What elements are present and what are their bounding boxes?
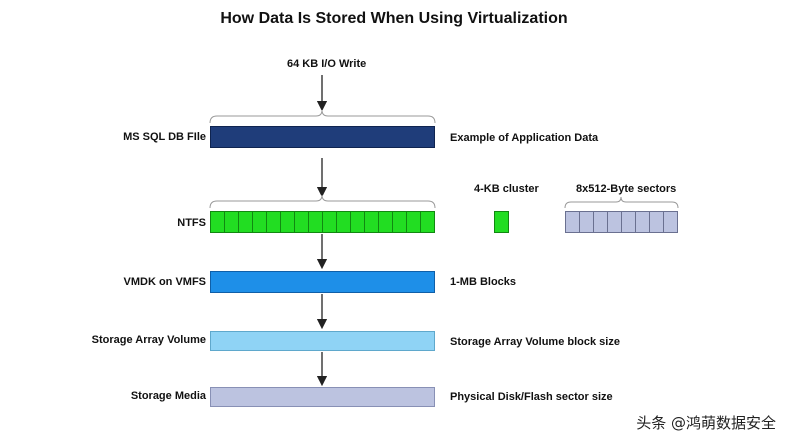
- segment: [566, 212, 579, 232]
- segment: [406, 212, 420, 232]
- brace-ms-sql: [209, 109, 436, 124]
- segment: [238, 212, 252, 232]
- ms-sql-db-file-bar: [210, 126, 435, 148]
- segment: [635, 212, 649, 232]
- storage-array-volume-bar: [210, 331, 435, 351]
- layer-desc-storage-array: Storage Array Volume block size: [450, 336, 620, 348]
- segment: [607, 212, 621, 232]
- segment: [364, 212, 378, 232]
- segment: [663, 212, 677, 232]
- segment: [280, 212, 294, 232]
- segment: [649, 212, 663, 232]
- diagram-title: How Data Is Stored When Using Virtualiza…: [220, 10, 568, 27]
- segment: [322, 212, 336, 232]
- ntfs-bar: [210, 211, 435, 233]
- layer-label-storage-media: Storage Media: [130, 390, 206, 402]
- segment: [211, 212, 224, 232]
- layer-label-vmdk: VMDK on VMFS: [123, 276, 207, 288]
- layer-desc-storage-media: Physical Disk/Flash sector size: [450, 391, 613, 403]
- segment: [350, 212, 364, 232]
- segment: [294, 212, 308, 232]
- cluster-legend-box: [494, 211, 509, 233]
- brace-ntfs: [209, 194, 436, 209]
- segment: [621, 212, 635, 232]
- segment: [336, 212, 350, 232]
- storage-media-bar: [210, 387, 435, 407]
- segment: [252, 212, 266, 232]
- sectors-label: 8x512-Byte sectors: [576, 183, 677, 195]
- segment: [579, 212, 593, 232]
- watermark: 头条 @鸿萌数据安全: [636, 414, 776, 432]
- io-write-label: 64 KB I/O Write: [287, 58, 367, 70]
- segment: [392, 212, 406, 232]
- brace-sectors: [564, 196, 679, 209]
- segment: [224, 212, 238, 232]
- segment: [308, 212, 322, 232]
- layer-desc-vmdk: 1-MB Blocks: [450, 276, 517, 288]
- layer-label-ms-sql: MS SQL DB FIle: [123, 131, 206, 143]
- segment: [420, 212, 434, 232]
- segment: [378, 212, 392, 232]
- sectors-legend-box: [565, 211, 678, 233]
- layer-label-storage-array: Storage Array Volume: [91, 334, 206, 346]
- layer-label-ntfs: NTFS: [177, 217, 206, 229]
- vmdk-bar: [210, 271, 435, 293]
- layer-desc-ms-sql: Example of Application Data: [450, 132, 599, 144]
- cluster-label: 4-KB cluster: [474, 183, 539, 195]
- segment: [266, 212, 280, 232]
- segment: [593, 212, 607, 232]
